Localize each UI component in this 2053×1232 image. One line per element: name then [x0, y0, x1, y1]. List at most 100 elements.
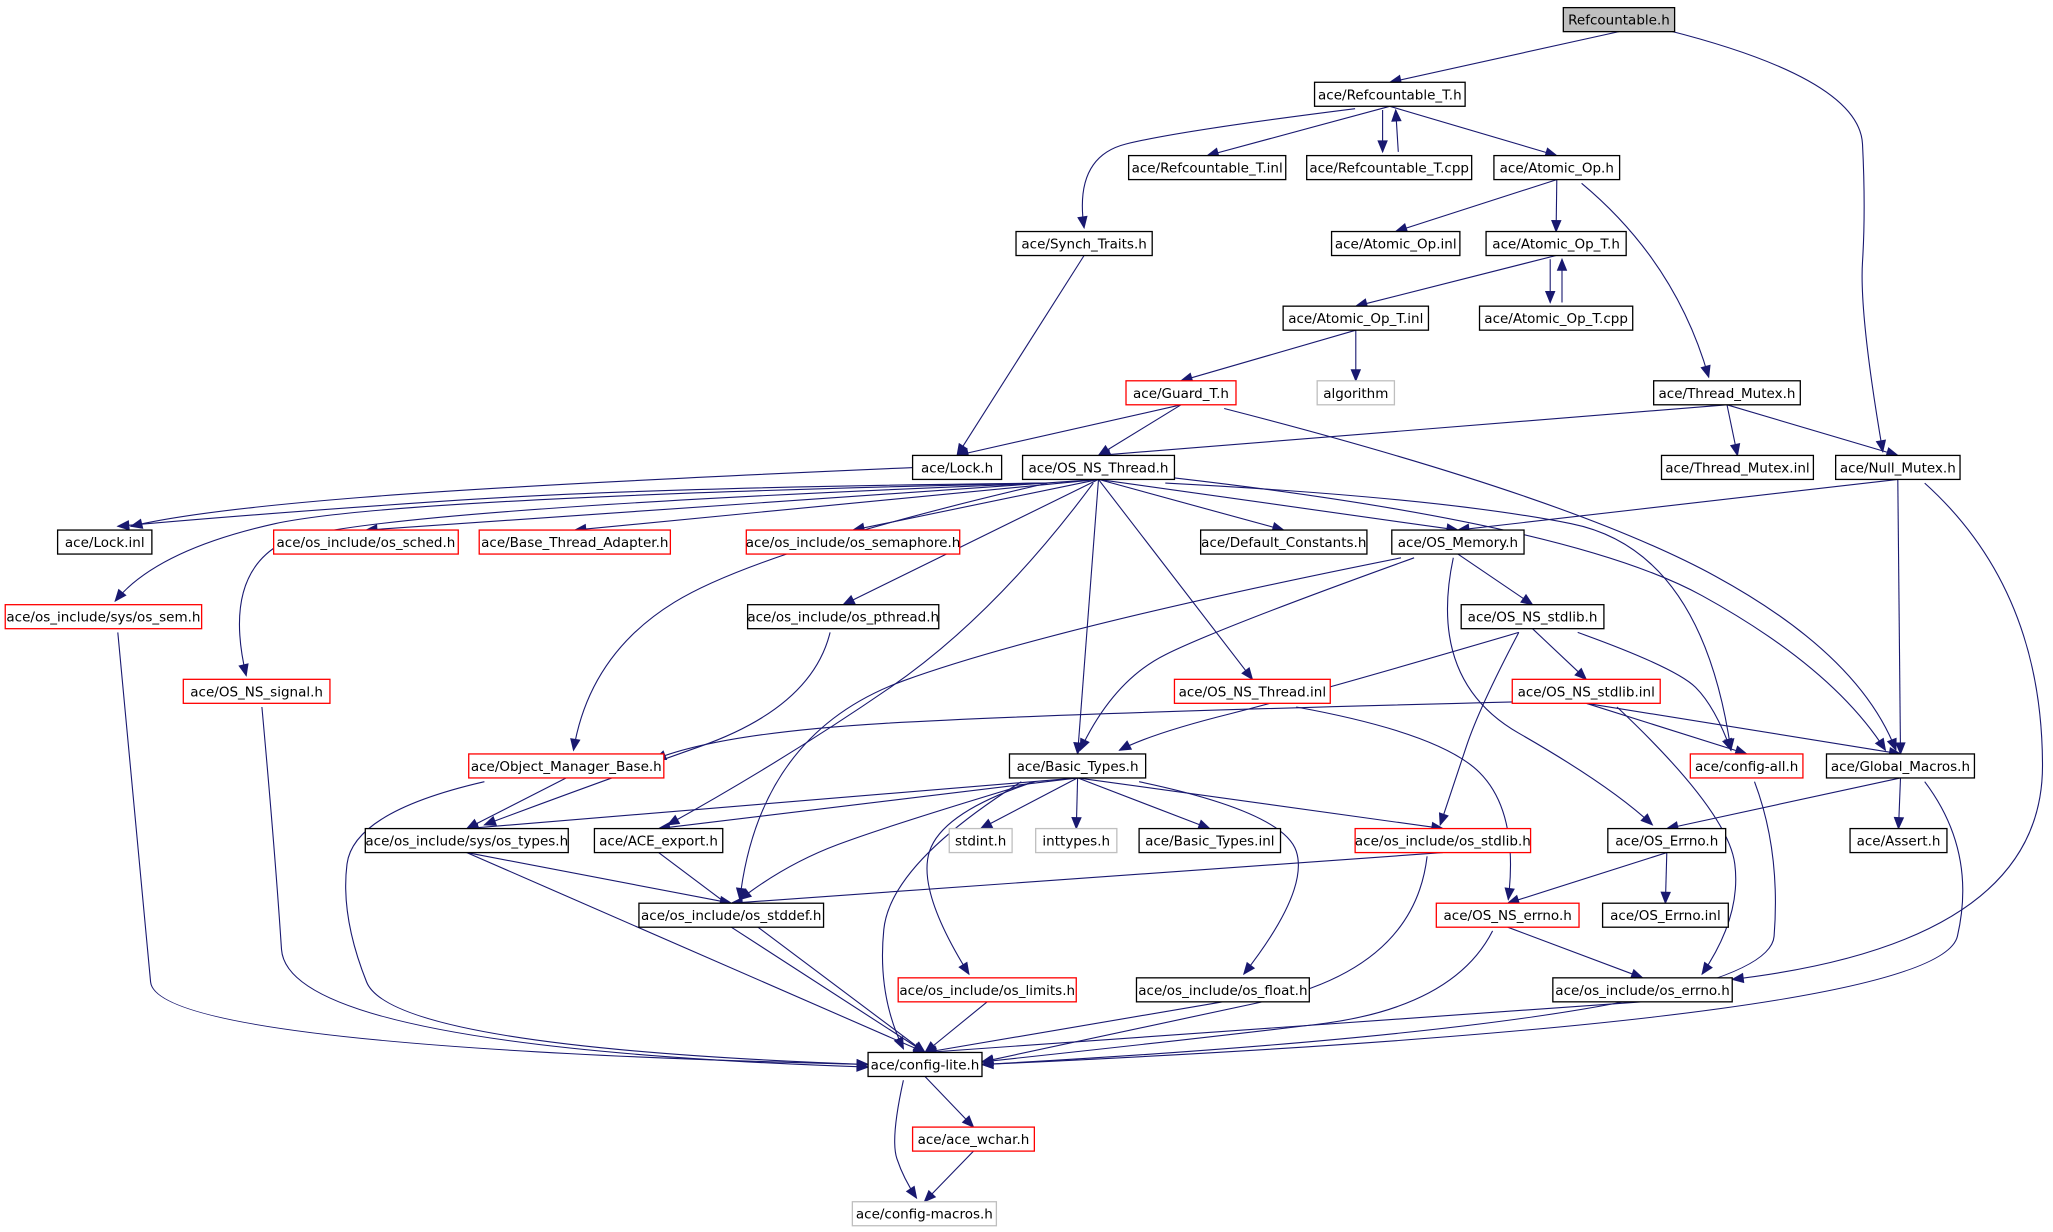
edge-os-errno-cap-h-to-os-errno-inl [1660, 852, 1671, 905]
edge-os-pthread-h-to-os-types-h [483, 632, 831, 826]
node-base-thread-adapter-h[interactable]: ace/Base_Thread_Adapter.h [478, 529, 672, 555]
node-label: ace/Thread_Mutex.inl [1665, 460, 1809, 476]
node-basic-types-inl[interactable]: ace/Basic_Types.inl [1138, 827, 1282, 854]
edge-line [1532, 628, 1587, 680]
edge-line [1098, 404, 1182, 456]
node-box [897, 977, 1077, 1003]
node-atomic-op-h[interactable]: ace/Atomic_Op.h [1493, 154, 1621, 181]
edge-line [117, 482, 1048, 527]
node-config-all-h[interactable]: ace/config-all.h [1689, 753, 1804, 779]
node-os-stdlib-h[interactable]: ace/os_include/os_stdlib.h [1354, 827, 1532, 854]
node-box [1199, 529, 1368, 555]
edge-refcountable-t-cpp-to-refcountable-t-h [1391, 108, 1402, 152]
node-os-pthread-h[interactable]: ace/os_include/os_pthread.h [746, 604, 940, 630]
edge-os-stdlib-h-to-os-stddef-h [729, 852, 1443, 908]
node-os-sched-h[interactable]: ace/os_include/os_sched.h [272, 529, 459, 555]
edge-os-ns-stdlib-h-to-os-stdlib-h [1438, 632, 1520, 827]
node-ace-export-h[interactable]: ace/ACE_export.h [593, 827, 724, 854]
arrowhead [1077, 215, 1088, 230]
edge-os-ns-thread-h-to-basic-types-h [1073, 479, 1100, 756]
arrowhead [1071, 816, 1082, 830]
edge-os-ns-stdlib-inl-to-global-macros-h [1586, 702, 1902, 758]
edge-line [1726, 404, 1898, 456]
edge-basic-types-h-to-os-stddef-h [738, 781, 1035, 901]
node-box [1282, 305, 1430, 331]
edge-line [1296, 706, 1511, 900]
node-assert-h[interactable]: ace/Assert.h [1849, 827, 1948, 854]
arrowhead [1079, 737, 1090, 752]
node-os-errno-cap-h[interactable]: ace/OS_Errno.h [1607, 827, 1727, 854]
edge-atomic-op-h-to-atomic-op-inl [1394, 179, 1557, 233]
node-synch-traits-h[interactable]: ace/Synch_Traits.h [1015, 230, 1153, 257]
node-guard-t-h[interactable]: ace/Guard_T.h [1125, 380, 1237, 406]
edge-os-ns-stdlib-inl-to-object-manager-base-h [653, 701, 1519, 761]
node-basic-types-h[interactable]: ace/Basic_Types.h [1008, 753, 1147, 779]
node-ace-wchar-h[interactable]: ace/ace_wchar.h [911, 1126, 1036, 1152]
node-os-float-h[interactable]: ace/os_include/os_float.h [1135, 977, 1310, 1003]
edge-line [956, 255, 1085, 456]
edge-line [924, 1150, 974, 1203]
node-box [1125, 380, 1237, 406]
node-refcountable-t-cpp[interactable]: ace/Refcountable_T.cpp [1306, 154, 1473, 181]
edge-basic-types-h-to-os-float-h [1138, 781, 1299, 976]
node-thread-mutex-h[interactable]: ace/Thread_Mutex.h [1653, 380, 1801, 406]
edge-line [572, 482, 1048, 751]
node-label: algorithm [1323, 386, 1388, 402]
node-label: inttypes.h [1042, 834, 1110, 850]
node-default-constants-h[interactable]: ace/Default_Constants.h [1199, 529, 1368, 555]
node-atomic-op-t-cpp[interactable]: ace/Atomic_Op_T.cpp [1478, 305, 1634, 331]
edge-line [365, 478, 1099, 531]
node-algorithm: algorithm [1316, 380, 1396, 406]
node-os-stddef-h[interactable]: ace/os_include/os_stddef.h [638, 902, 825, 928]
node-null-mutex-h[interactable]: ace/Null_Mutex.h [1835, 454, 1961, 481]
node-os-limits-h[interactable]: ace/os_include/os_limits.h [897, 977, 1077, 1003]
arrowhead [570, 738, 581, 752]
node-label: ace/Base_Thread_Adapter.h [481, 535, 668, 551]
edge-os-ns-stdlib-h-to-os-ns-stdlib-inl [1532, 628, 1588, 681]
node-box [1849, 827, 1948, 854]
node-global-macros-h[interactable]: ace/Global_Macros.h [1825, 753, 1976, 779]
node-os-ns-thread-h[interactable]: ace/OS_NS_Thread.h [1021, 454, 1176, 481]
node-label: ace/Lock.inl [65, 535, 145, 551]
node-os-ns-errno-h[interactable]: ace/OS_NS_errno.h [1435, 902, 1580, 928]
edge-line [1207, 105, 1390, 157]
edge-line [1174, 477, 1886, 751]
node-os-ns-signal-h[interactable]: ace/OS_NS_signal.h [182, 678, 331, 704]
node-object-manager-base-h[interactable]: ace/Object_Manager_Base.h [468, 753, 665, 779]
node-atomic-op-t-h[interactable]: ace/Atomic_Op_T.h [1485, 230, 1627, 257]
edge-line [731, 852, 1443, 904]
node-box [1391, 529, 1525, 555]
node-label: ace/Basic_Types.inl [1145, 834, 1274, 850]
edge-line [1077, 777, 1210, 830]
node-os-ns-stdlib-h[interactable]: ace/OS_NS_stdlib.h [1460, 604, 1605, 630]
node-box [468, 753, 665, 779]
edge-line [1077, 777, 1443, 830]
node-os-errno-h[interactable]: ace/os_include/os_errno.h [1552, 977, 1733, 1003]
node-thread-mutex-inl[interactable]: ace/Thread_Mutex.inl [1660, 454, 1815, 481]
node-os-ns-stdlib-inl[interactable]: ace/OS_NS_stdlib.inl [1511, 678, 1661, 704]
node-os-types-h[interactable]: ace/os_include/sys/os_types.h [364, 827, 569, 854]
node-box [911, 1126, 1036, 1152]
node-os-ns-thread-inl[interactable]: ace/OS_NS_Thread.inl [1173, 678, 1331, 704]
edge-line [1224, 407, 1897, 751]
node-box [1478, 305, 1634, 331]
edge-object-manager-base-h-to-os-types-h [465, 777, 567, 830]
node-label: stdint.h [955, 834, 1006, 850]
node-os-semaphore-h[interactable]: ace/os_include/os_semaphore.h [745, 529, 961, 555]
node-label: ace/OS_Errno.inl [1610, 908, 1721, 924]
node-atomic-op-inl[interactable]: ace/Atomic_Op.inl [1330, 230, 1461, 257]
edge-line [1165, 482, 1732, 751]
node-lock-h[interactable]: ace/Lock.h [911, 454, 1003, 481]
node-refcountable-h[interactable]: Refcountable.h [1562, 6, 1676, 33]
node-refcountable-t-inl[interactable]: ace/Refcountable_T.inl [1127, 154, 1287, 181]
node-refcountable-t-h[interactable]: ace/Refcountable_T.h [1313, 81, 1466, 107]
edge-os-ns-thread-h-to-os-sem-h [114, 482, 1041, 603]
node-os-memory-h[interactable]: ace/OS_Memory.h [1391, 529, 1525, 555]
edge-line [981, 781, 1964, 1066]
node-atomic-op-t-inl[interactable]: ace/Atomic_Op_T.inl [1282, 305, 1430, 331]
node-os-sem-h[interactable]: ace/os_include/sys/os_sem.h [4, 604, 203, 630]
node-lock-inl[interactable]: ace/Lock.inl [56, 529, 153, 555]
node-os-errno-inl[interactable]: ace/OS_Errno.inl [1601, 902, 1729, 928]
node-config-lite-h[interactable]: ace/config-lite.h [867, 1051, 983, 1078]
arrowhead [923, 1189, 937, 1203]
